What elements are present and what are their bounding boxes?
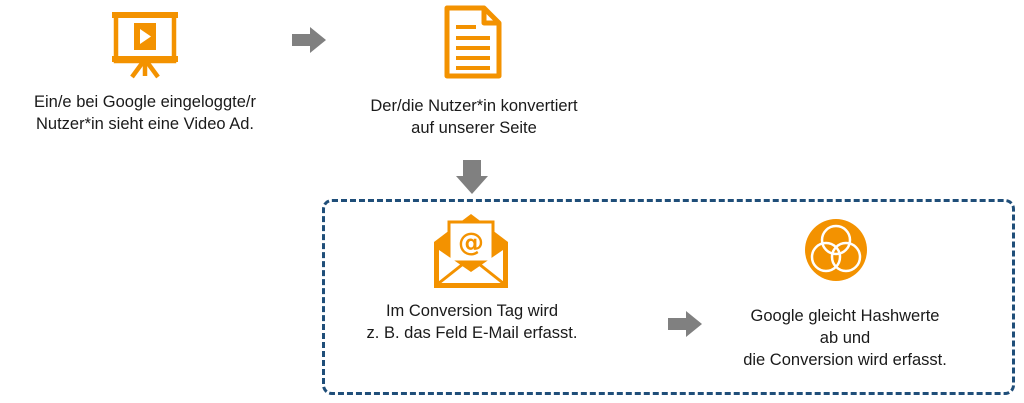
arrow-right-2 — [668, 311, 702, 337]
step-3-text: Im Conversion Tag wird z. B. das Feld E-… — [366, 302, 578, 342]
email-envelope-icon: @ — [432, 210, 510, 290]
arrow-down — [456, 160, 488, 194]
venn-circles-icon — [804, 218, 868, 282]
step-4-text: Google gleicht Hashwerte ab und die Conv… — [743, 307, 947, 369]
arrow-right-1 — [292, 27, 326, 53]
step-1-text: Ein/e bei Google eingeloggte/r Nutzer*in… — [34, 93, 256, 133]
svg-text:@: @ — [458, 228, 484, 258]
dashed-group-container — [322, 199, 1015, 395]
video-presentation-icon — [112, 12, 178, 79]
step-2-text: Der/die Nutzer*in konvertiert auf unsere… — [370, 97, 578, 137]
document-icon — [444, 5, 502, 79]
